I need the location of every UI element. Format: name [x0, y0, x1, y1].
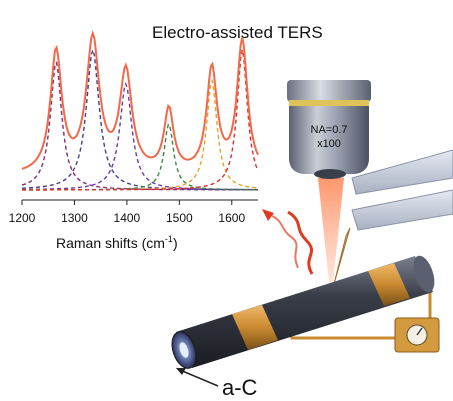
spectrum-component-curve	[22, 81, 258, 191]
afm-cantilever-icon	[333, 149, 453, 285]
x-axis-label: Raman shifts (cm-1)	[56, 234, 178, 251]
voltmeter-icon	[394, 317, 440, 353]
spectrum-component-curve	[22, 49, 259, 191]
sample-label-group: a-C	[176, 368, 258, 400]
x-tick-label: 1500	[166, 211, 193, 225]
figure-title: Electro-assisted TERS	[152, 23, 323, 42]
raman-spectrum: 1200 1300 1400 1500 1600 Raman shifts (cm-1)	[9, 29, 259, 251]
laser-beam-icon	[318, 178, 344, 282]
spectrum-envelope	[21, 29, 259, 170]
x-tick-label: 1600	[218, 211, 245, 225]
spectrum-component-curve	[21, 61, 258, 191]
sample-label: a-C	[222, 375, 258, 400]
scattered-wave-icon	[262, 209, 314, 275]
objective-na-label: NA=0.7	[311, 124, 348, 136]
objective-mag-label: x100	[317, 138, 341, 150]
x-tick-label: 1200	[9, 211, 36, 225]
x-tick-label: 1300	[61, 211, 88, 225]
nanowire-icon	[171, 255, 435, 369]
x-tick-label: 1400	[114, 211, 141, 225]
x-axis-ticks: 1200 1300 1400 1500 1600	[9, 200, 245, 225]
spectrum-components	[21, 47, 259, 191]
spectrum-component-curve	[22, 123, 258, 191]
microscope-objective-icon: NA=0.7 x100	[287, 80, 371, 179]
